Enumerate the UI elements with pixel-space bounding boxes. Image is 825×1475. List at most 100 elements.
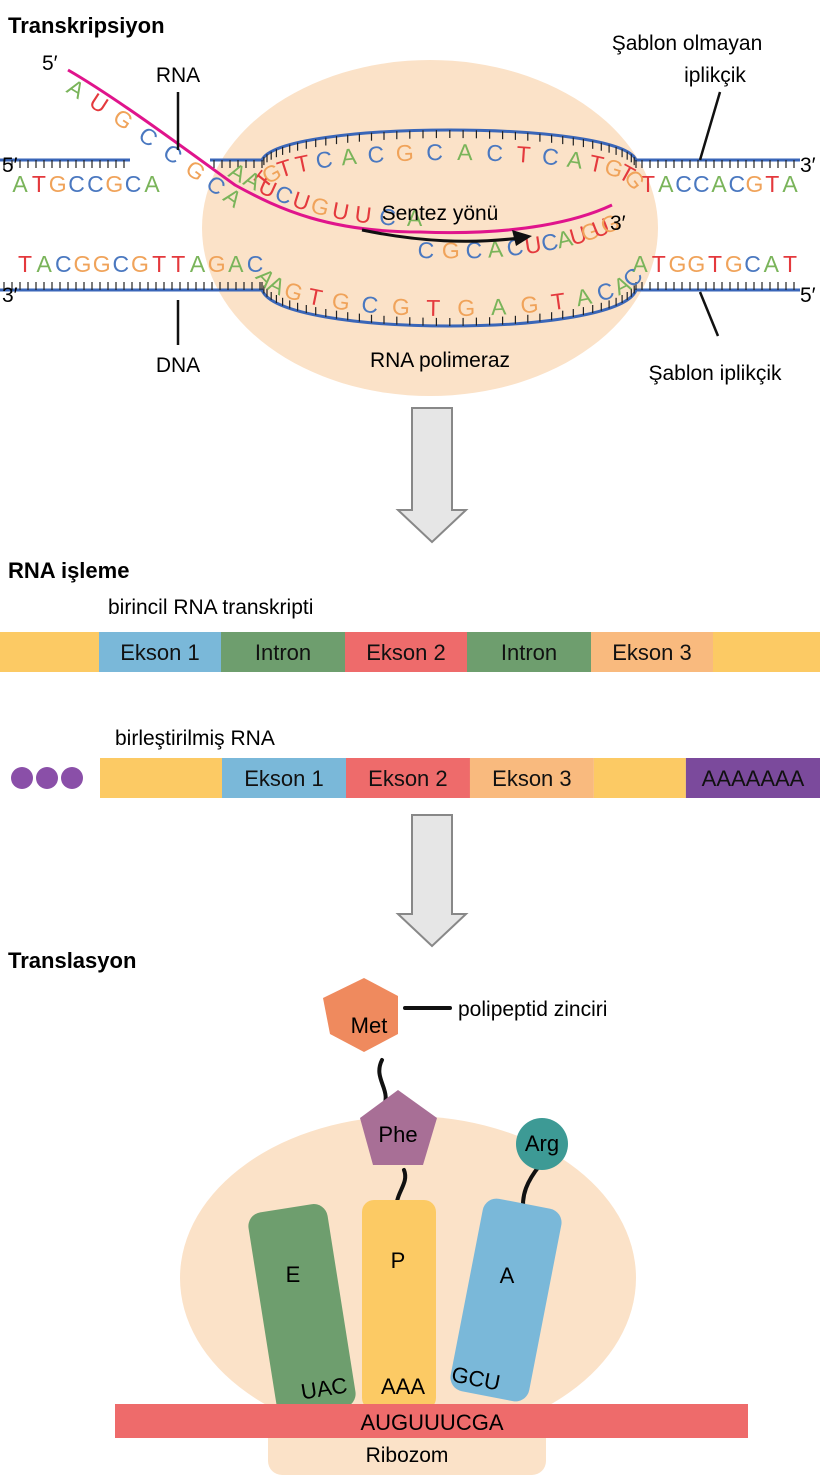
rna-strand [67, 68, 613, 235]
nontemplate-base: G [746, 171, 764, 197]
mature-rna-label: birleştirilmiş RNA [115, 727, 275, 750]
arg-amino-acid [516, 1118, 568, 1170]
anticodon-p: AAA [381, 1374, 425, 1399]
nontemplate-label-line1: Şablon olmayan [612, 32, 763, 55]
template-base: A [490, 293, 507, 320]
nontemplate-base: A [782, 171, 798, 197]
segment-label: Ekson 2 [368, 766, 448, 791]
arrow-head [512, 230, 532, 246]
template-base: G [669, 251, 687, 277]
polymerase-label: RNA polimeraz [370, 349, 510, 372]
rna-base: C [134, 121, 163, 152]
template-base: C [360, 291, 379, 318]
rna-base: U [289, 186, 313, 216]
cap-dot [11, 767, 33, 789]
nontemplate-base: T [293, 149, 312, 177]
nontemplate-base: A [457, 139, 473, 165]
ribosome-label: Ribozom [366, 1444, 449, 1467]
nontemplate-base: T [587, 149, 606, 177]
rna-segment [591, 632, 713, 672]
template-base: C [744, 251, 761, 277]
template-base: A [37, 251, 53, 277]
template-base: G [131, 251, 149, 277]
segment-label: Ekson 3 [612, 640, 692, 665]
segment-label: Ekson 1 [120, 640, 200, 665]
template-base: C [247, 251, 264, 277]
rna-3prime: 3′ [610, 212, 626, 235]
rna-segment [0, 632, 99, 672]
rna-segment [685, 758, 820, 798]
template-base: G [93, 251, 111, 277]
rna-segment [346, 758, 470, 798]
segment-label: Ekson 2 [366, 640, 446, 665]
five-prime-cap [11, 767, 83, 789]
template-base: C [112, 251, 129, 277]
template-base: T [152, 251, 166, 277]
rna-label: RNA [156, 64, 200, 87]
template-5prime: 5′ [800, 284, 816, 307]
segment-label: Intron [501, 640, 557, 665]
rna-base: U [353, 201, 373, 229]
nontemplate-base: C [541, 143, 560, 171]
rna-segment [467, 632, 591, 672]
rna-segment [713, 632, 820, 672]
template-base: G [208, 251, 226, 277]
segment-label: Ekson 3 [492, 766, 572, 791]
template-base: C [55, 251, 72, 277]
rna-base: G [308, 192, 332, 222]
template-base: T [171, 251, 185, 277]
template-base: G [519, 291, 539, 319]
rna-segment [345, 632, 467, 672]
template-base: G [457, 295, 475, 321]
segment-label: Ekson 1 [244, 766, 324, 791]
cap-dot [61, 767, 83, 789]
site-e-label: E [286, 1262, 301, 1287]
process-arrow-2 [395, 814, 469, 948]
template-base: G [725, 251, 743, 277]
processing-heading: RNA işleme [8, 558, 129, 583]
nontemplate-base: G [105, 171, 123, 197]
nontemplate-base: C [87, 171, 104, 197]
rna-base: A [554, 224, 576, 253]
phe-label: Phe [378, 1122, 417, 1147]
rna-base: U [330, 197, 351, 226]
template-base: T [783, 251, 797, 277]
rna-base: U [566, 221, 589, 251]
trna-p-site [362, 1200, 436, 1410]
nontemplate-base: G [49, 171, 67, 197]
mrna-bar [115, 1404, 748, 1438]
rna-segment [100, 758, 222, 798]
nontemplate-base: C [68, 171, 85, 197]
arg-label: Arg [525, 1131, 559, 1156]
site-a-label: A [500, 1263, 515, 1288]
nontemplate-base: C [486, 140, 504, 167]
template-base: G [687, 251, 705, 277]
template-base: T [306, 283, 325, 311]
nontemplate-base: C [675, 171, 692, 197]
trna-e-site [248, 1204, 356, 1416]
nontemplate-base: T [32, 171, 46, 197]
template-base: G [330, 287, 351, 315]
rna-base: A [487, 236, 505, 263]
template-base: A [228, 251, 244, 277]
nontemplate-base: C [693, 171, 710, 197]
process-arrow-1 [395, 407, 469, 544]
rna-base: G [181, 155, 211, 187]
nontemplate-label-line2: iplikçik [684, 64, 746, 87]
synthesis-direction-arrow [361, 228, 521, 243]
nontemplate-base: C [314, 146, 334, 174]
rna-5prime: 5′ [42, 52, 58, 75]
nontemplate-base: A [12, 171, 28, 197]
rna-base: U [85, 88, 113, 119]
rna-segment [99, 632, 221, 672]
template-base: A [190, 251, 206, 277]
nontemplate-base: A [144, 171, 160, 197]
template-base: T [708, 251, 722, 277]
rna-base: C [417, 237, 434, 264]
primary-transcript-label: birincil RNA transkripti [108, 596, 313, 619]
template-base: A [632, 251, 648, 277]
template-base: T [18, 251, 32, 277]
